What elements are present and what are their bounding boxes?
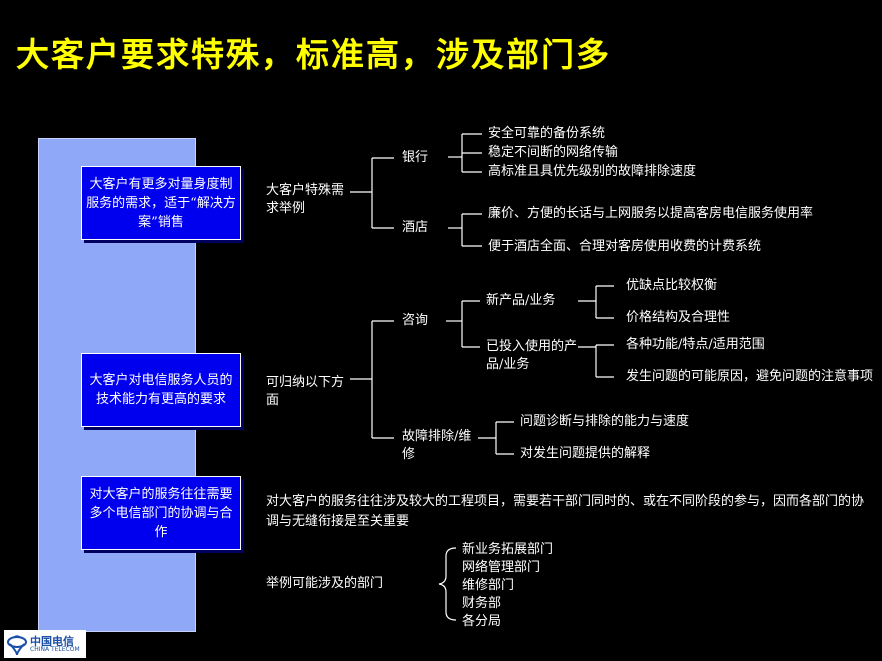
branch-hotel: 酒店	[402, 220, 429, 235]
consult-item: 发生问题的可能原因，避免问题的注意事项	[626, 369, 874, 384]
branch-consult: 咨询	[402, 313, 429, 328]
box-custom-solutions-text: 大客户有更多对量身度制服务的需求，适于“解决方案”销售	[86, 176, 236, 230]
china-telecom-logo: 中国电信 CHINA TELECOM	[4, 630, 86, 658]
department-item: 财务部	[462, 596, 502, 611]
box-coordination: 对大客户的服务往往需要多个电信部门的协调与合作	[81, 476, 241, 550]
bank-item: 安全可靠的备份系统	[488, 126, 606, 141]
box-technical-ability-text: 大客户对电信服务人员的技术能力有更高的要求	[89, 373, 233, 407]
page-title: 大客户要求特殊，标准高，涉及部门多	[16, 35, 611, 74]
box-custom-solutions: 大客户有更多对量身度制服务的需求，适于“解决方案”销售	[81, 166, 241, 240]
sub-new-products: 新产品/业务	[486, 293, 556, 308]
branch-bank: 银行	[402, 150, 429, 165]
repair-item: 问题诊断与排除的能力与速度	[520, 414, 690, 429]
bank-item: 稳定不间断的网络传输	[488, 145, 619, 160]
sub-existing-products: 已投入使用的产品/业务	[486, 339, 578, 372]
department-item: 各分局	[462, 614, 502, 629]
section3-text: 对大客户的服务往往涉及较大的工程项目，需要若干部门同时的、或在不同阶段的参与，因…	[266, 494, 865, 529]
logo-text-cn: 中国电信	[30, 635, 74, 648]
repair-item: 对发生问题提供的解释	[520, 446, 651, 461]
consult-item: 各种功能/特点/适用范围	[626, 337, 765, 352]
hotel-item: 廉价、方便的长话与上网服务以提高客房电信服务使用率	[488, 206, 814, 221]
hotel-item: 便于酒店全面、合理对客房使用收费的计费系统	[488, 239, 762, 254]
box-coordination-text: 对大客户的服务往往需要多个电信部门的协调与合作	[89, 486, 233, 540]
section1-label: 大客户特殊需求举例	[266, 183, 345, 216]
china-telecom-logo-icon	[7, 635, 27, 656]
section2-label: 可归纳以下方面	[266, 375, 345, 408]
consult-item: 价格结构及合理性	[626, 310, 731, 325]
box-technical-ability: 大客户对电信服务人员的技术能力有更高的要求	[81, 353, 241, 427]
section3-label: 举例可能涉及的部门	[266, 576, 384, 591]
department-item: 网络管理部门	[462, 560, 541, 575]
consult-item: 优缺点比较权衡	[626, 278, 718, 293]
department-item: 维修部门	[462, 578, 515, 593]
department-item: 新业务拓展部门	[462, 542, 554, 557]
branch-repair: 故障排除/维修	[402, 429, 472, 462]
logo-text-en: CHINA TELECOM	[30, 646, 80, 653]
bank-item: 高标准且具优先级别的故障排除速度	[488, 164, 697, 179]
